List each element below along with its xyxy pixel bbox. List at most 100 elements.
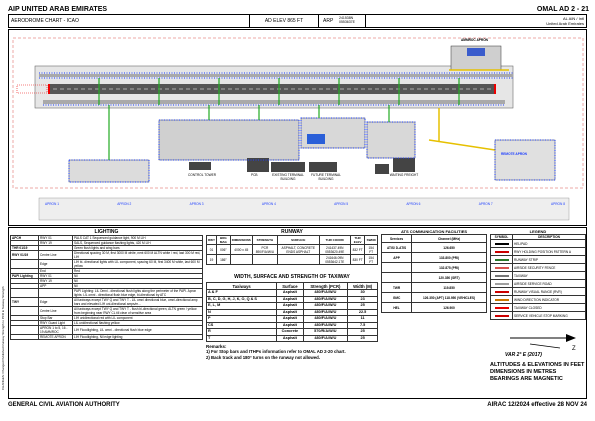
remarks-title: Remarks: [206, 344, 227, 349]
legend-row: SERVICE VEHICLE STOP MARKING [490, 311, 586, 320]
taxiway-header: Width (M) [347, 282, 378, 290]
arp-coordinates: 241538N 0553637E [339, 16, 355, 24]
ats-cell: ATIS/ D-ATIS [380, 242, 413, 253]
units-note: ALTITUDES & ELEVATIONS IN FEET DIMENSION… [490, 362, 586, 383]
magnetic-variation: VAR 2° E (2017) [505, 352, 542, 358]
lighting-value: LIH Floodlighting, Nil edge lighting [72, 334, 203, 340]
legend-row: RUNWAY VISUAL RANGE (RVR) [490, 287, 586, 296]
apron-label: APRON 4 [261, 202, 276, 206]
runway-header: RWY [206, 235, 217, 245]
lighting-value: All taxiways except TWY Q and TWY T - LI… [72, 297, 203, 307]
aerodrome-diagram [12, 37, 584, 221]
taxiway-header: Strength (PCR) [302, 282, 349, 290]
runway-cell: 241646.09N 0553642.17E [318, 254, 351, 265]
arp-label: ARP [323, 18, 334, 24]
ats-cell: 119.850 [411, 282, 487, 293]
runway-cell: 4000 x 45 [229, 244, 253, 255]
legend-row: AIRSIDE SERVICE ROAD [490, 279, 586, 288]
remarks-item: 2) Back track and 180° turns on the runw… [206, 354, 320, 360]
runway-cell: 01 [206, 244, 217, 255]
taxiway-header: Surface [276, 282, 304, 290]
legend-row: AIRSIDE SECURITY FENCE [490, 263, 586, 272]
legend-description: AIRSIDE SECURITY FENCE [512, 263, 586, 272]
legend-symbol-icon [490, 255, 513, 264]
note-bearings: BEARINGS ARE MAGNETIC [490, 376, 563, 382]
footer-airac: AIRAC 12/2024 effective 28 NOV 24 [487, 402, 587, 408]
airport-country: United Arab Emirates [546, 21, 584, 26]
label-future-terminal: FUTURE TERMINAL BUILDING [311, 173, 341, 181]
legend-row: RWY HOLDING POSITION PATTERN A [490, 247, 586, 256]
main-apron [158, 119, 300, 161]
header-left-title: AIP UNITED ARAB EMIRATES [8, 6, 108, 13]
airport-name-block: AL AIN / Intl United Arab Emirates [546, 16, 584, 26]
ats-header: Services [380, 234, 413, 243]
apron-labels: APRON 1 APRON 2 APRON 3 APRON 4 APRON 5 … [45, 202, 565, 206]
ats-cell: 132.875 (PRI) [411, 262, 487, 273]
ats-cell [380, 262, 413, 273]
hangar [467, 48, 485, 56]
lighting-group [10, 325, 39, 335]
legend-symbol-icon [490, 271, 513, 280]
lighting-group [10, 259, 39, 269]
legend-symbol-icon [490, 279, 513, 288]
changes-note: CHANGES: Changed Published Runway Streng… [1, 286, 5, 391]
lighting-group: TWY [10, 297, 39, 307]
ats-cell: HEL [380, 302, 413, 313]
lighting-group [10, 334, 39, 340]
lighting-group: RWY 01/19 [10, 250, 39, 260]
runway-cell: 830 FT [349, 254, 366, 265]
legend-description: RUNWAY STRIP [512, 255, 586, 264]
aerodrome-map: AMMROC APRON REMOTE APRON CONTROL TOWER … [8, 29, 587, 226]
legend-description: WIND DIRECTION INDICATOR [512, 295, 586, 304]
footer-authority: GENERAL CIVIL AVIATION AUTHORITY [8, 402, 120, 408]
legend-row: RUNWAY STRIP [490, 255, 586, 264]
tower-building [189, 162, 211, 170]
taxiway-cell: 480/F/A/W/U [302, 334, 349, 342]
info-panel [8, 227, 587, 399]
arp-lat: 241538N [339, 16, 354, 20]
runway-cell: 154 FT [364, 244, 378, 255]
ats-cell: 126.650 [411, 242, 487, 253]
runway-cell [251, 254, 278, 265]
runway-header: SURFACE [276, 235, 320, 245]
header-right-title: OMAL AD 2 - 21 [536, 6, 589, 13]
terminal-pier [307, 134, 325, 144]
taxiway-south [43, 100, 505, 104]
legend-description: TAXIWAY [512, 271, 586, 280]
lighting-group [10, 288, 39, 298]
ad-elevation: AD ELEV 865 FT [249, 15, 319, 28]
lighting-value: PAPI Lighting: LIL Omni - directional fl… [72, 288, 203, 298]
lighting-sub: Centre Line [38, 306, 73, 316]
freight-building [375, 164, 389, 174]
ats-cell: 126.900 [411, 302, 487, 313]
note-dimensions: DIMENSIONS IN METRES [490, 369, 557, 375]
legend-title: LEGEND [529, 229, 547, 234]
ats-header: Channel (MHz) [411, 234, 487, 243]
ats-title: ATS COMMUNICATION FACILITIES [400, 229, 468, 234]
pcb-building [247, 158, 269, 172]
runway-cell: 241437.49N 0553620.49E [318, 244, 351, 255]
runway-cell: ASPHALT, CONCRETE ENDS ASPHALT [276, 244, 320, 255]
legend-symbol-icon [490, 303, 513, 312]
legend-row: TAXIWAY CLOSED [490, 303, 586, 312]
legend-symbol-icon [490, 311, 513, 320]
label-control-tower: CONTROL TOWER [187, 173, 217, 177]
apron-east [366, 121, 416, 159]
terminal-building [271, 162, 305, 172]
lighting-title: LIGHTING [94, 229, 119, 235]
legend-description: TAXIWAY CLOSED [512, 303, 586, 312]
taxiway-north [39, 74, 513, 77]
svg-text:Z: Z [572, 346, 576, 352]
